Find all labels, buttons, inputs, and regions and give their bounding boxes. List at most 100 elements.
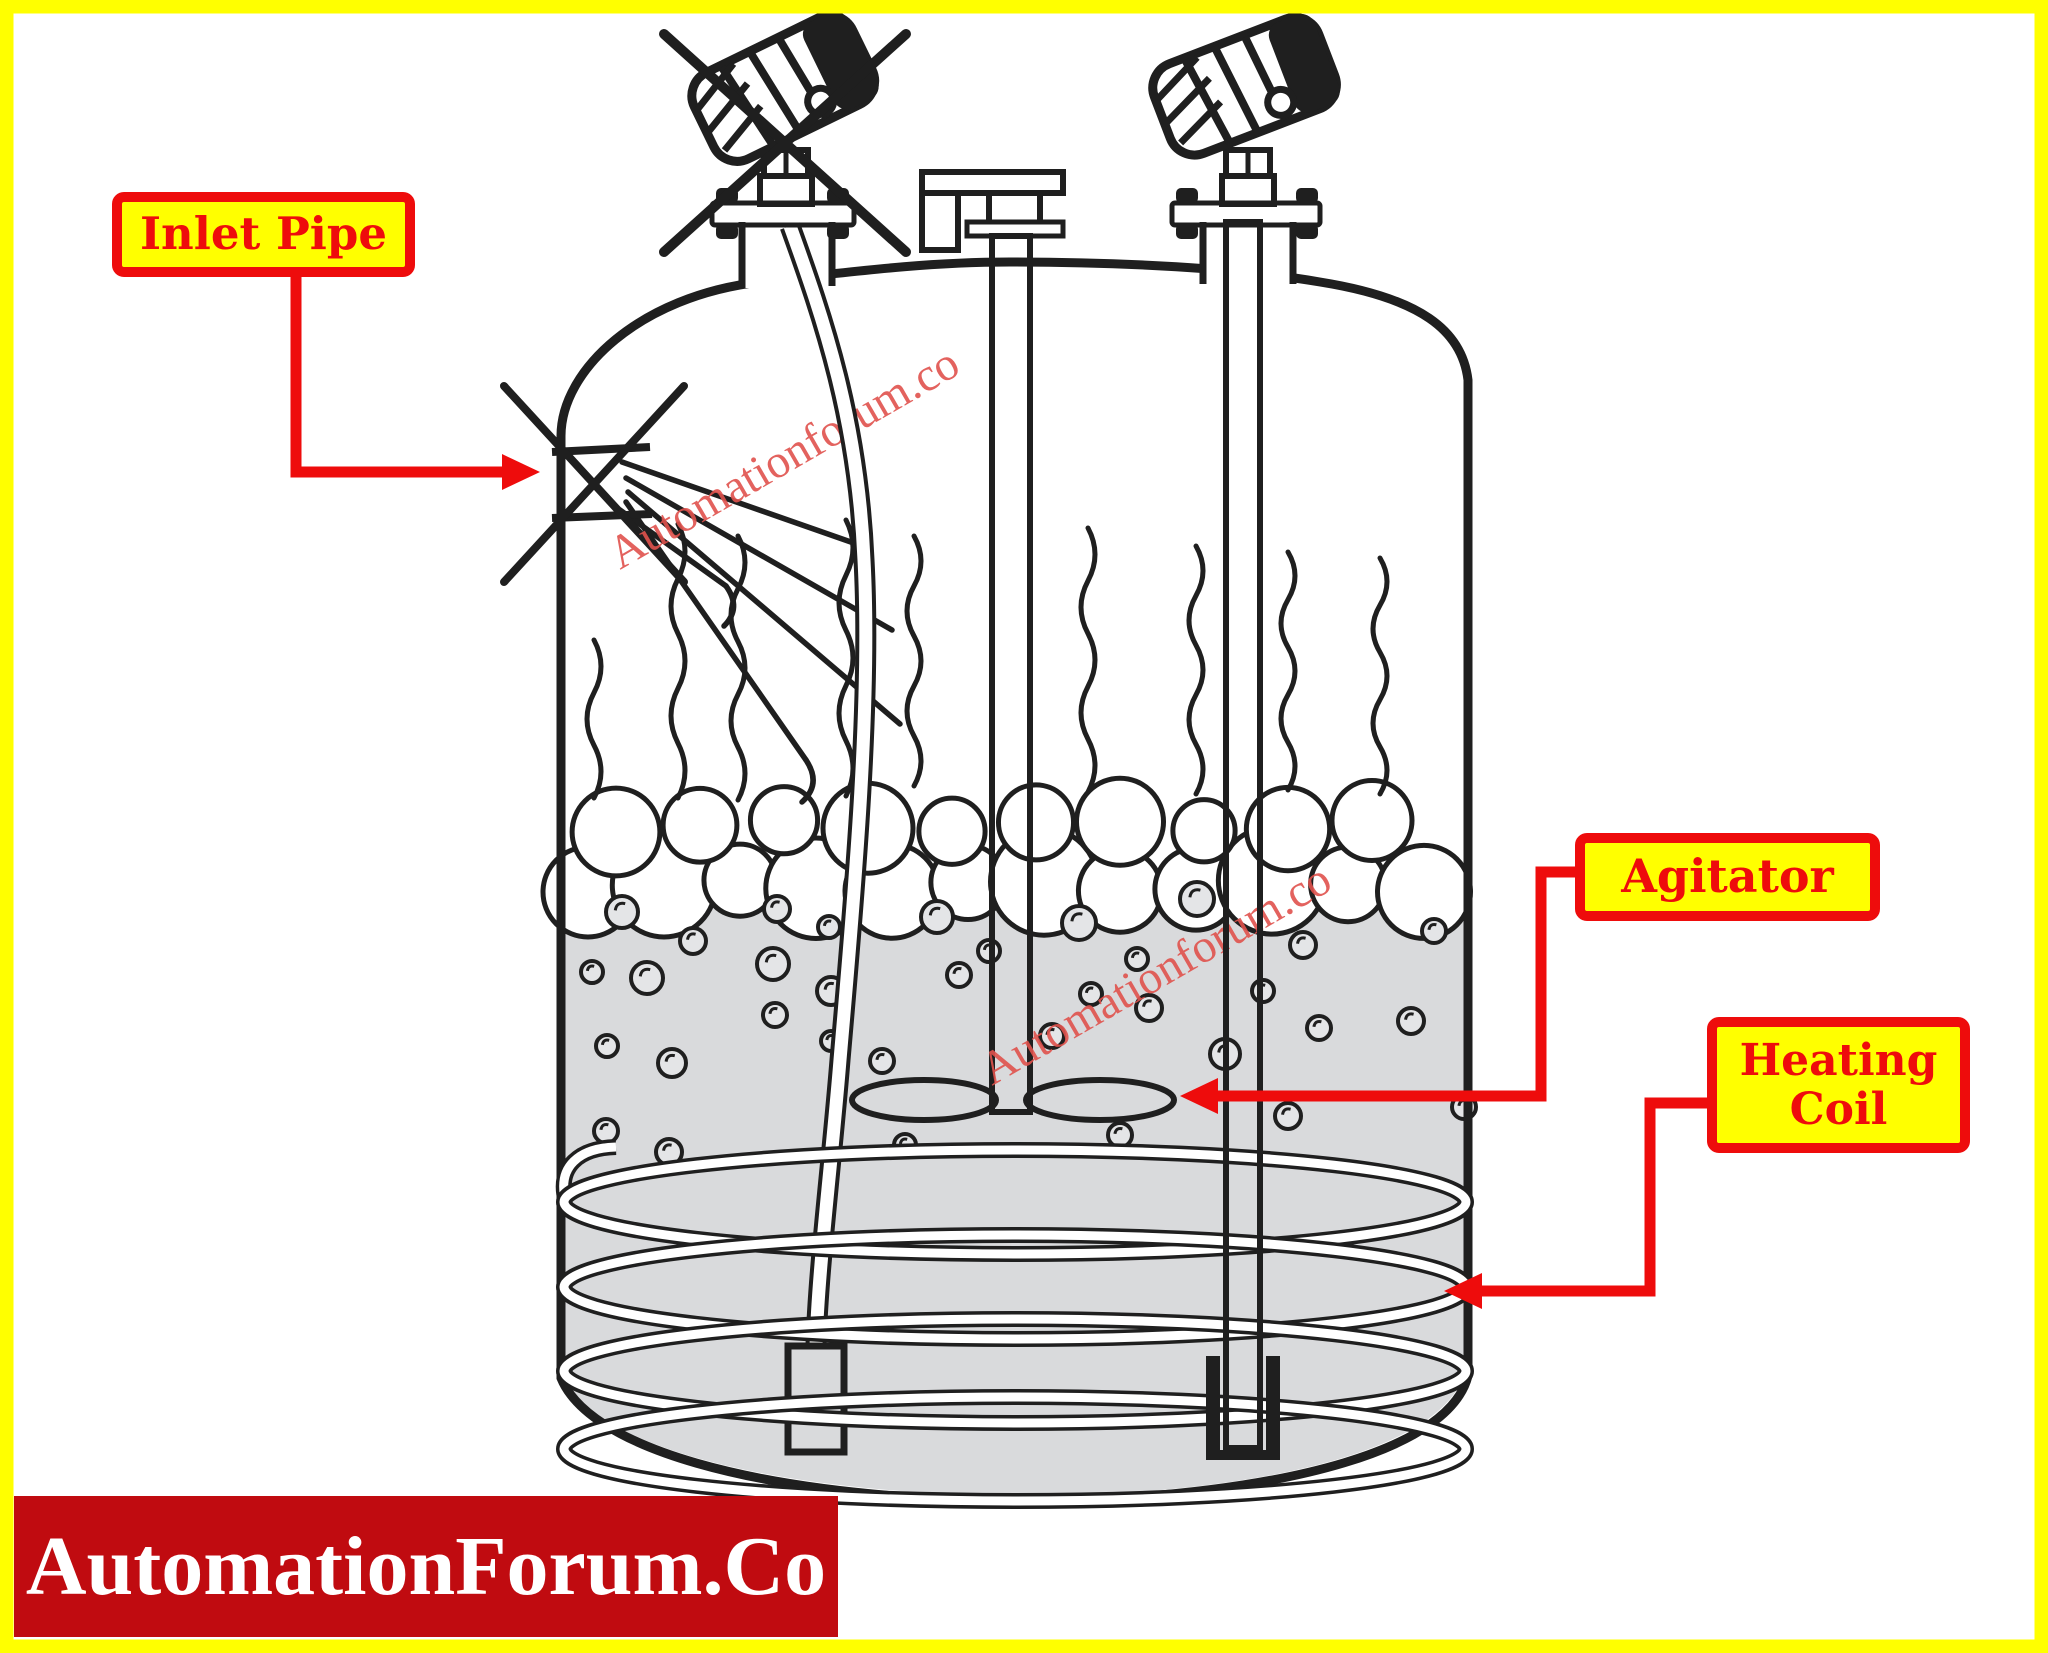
spray-splash <box>799 757 816 805</box>
bubble-highlight <box>823 981 835 990</box>
bubble-highlight <box>1084 986 1094 994</box>
coil-tube-inner <box>559 1314 1471 1428</box>
bubble <box>868 1047 896 1075</box>
heating-coil <box>555 1139 1475 1509</box>
bubble-highlight <box>686 932 696 941</box>
bubble <box>579 959 605 985</box>
bubble-highlight <box>1045 1027 1055 1036</box>
coil-tube-inner <box>559 1392 1471 1506</box>
bubble-highlight <box>768 1006 778 1015</box>
inlet-pipe-label: Inlet Pipe <box>112 192 415 277</box>
inlet-pipe-arrow-head <box>502 454 540 490</box>
spray-line <box>619 459 871 551</box>
inlet-nozzle-crossed-icon <box>500 382 688 586</box>
agitator-mount-bar <box>919 169 1066 196</box>
head-sight-glass <box>1264 85 1298 119</box>
bubble <box>945 961 973 989</box>
bubble-highlight <box>764 953 777 963</box>
bubble-highlight <box>1070 912 1083 922</box>
agitator-label-text: Agitator <box>1621 849 1834 904</box>
bubble-highlight <box>1281 1107 1291 1116</box>
rod-probe <box>1206 219 1280 1460</box>
bubble <box>1420 917 1448 945</box>
foam-bubble <box>1329 777 1415 864</box>
heating-coil-arrow-line <box>1480 1097 1710 1297</box>
bubble-highlight <box>1113 1126 1123 1135</box>
agitator-arrow-line <box>1218 866 1578 1102</box>
agitator-assembly <box>849 169 1177 1123</box>
bubble-highlight <box>1427 922 1437 931</box>
bubble <box>755 946 791 982</box>
annotation-arrows <box>290 277 1710 1309</box>
bubble-highlight <box>1312 1019 1322 1028</box>
foam-bubble <box>995 782 1077 863</box>
agitator-blade-left <box>849 1077 999 1123</box>
spray-splash <box>721 583 737 629</box>
bubble-highlight <box>952 966 962 975</box>
steam-line <box>904 533 924 789</box>
bubble-highlight <box>928 906 941 916</box>
inlet-spray <box>617 459 903 805</box>
nozzle-neck-right <box>1199 222 1297 284</box>
spray-line <box>617 507 729 589</box>
heating-coil-label-text: Heating Coil <box>1739 1034 1938 1135</box>
spray-line <box>623 475 895 633</box>
inlet-pipe-arrow-line <box>290 277 506 478</box>
watermark-text: Automationforum.co <box>600 337 969 580</box>
transmitter-heads <box>659 10 1341 257</box>
site-logo: AutomationForum.Co <box>14 1496 838 1637</box>
spray-line <box>623 499 809 763</box>
foam-bubble <box>916 795 988 867</box>
bubble <box>656 1047 688 1079</box>
foam-layer <box>540 775 1473 941</box>
steam-line <box>1370 555 1390 797</box>
bubble <box>761 1001 789 1029</box>
bubble-highlight <box>1130 951 1140 959</box>
bubble <box>1273 1101 1303 1131</box>
bubble <box>1124 946 1150 972</box>
bubble-highlight <box>613 901 626 911</box>
bubble-highlight <box>1188 888 1201 898</box>
bubble <box>1060 904 1098 942</box>
foam-bubble <box>569 785 663 879</box>
bubbles <box>579 880 1478 1167</box>
heating-coil-arrow-head <box>1444 1273 1482 1309</box>
head-fins <box>1153 54 1224 146</box>
bubble-highlight <box>1404 1012 1414 1021</box>
bubble <box>1078 981 1104 1007</box>
bubble-highlight <box>770 900 780 909</box>
bubble-highlight <box>585 964 595 972</box>
steam-line <box>1186 543 1206 797</box>
bubble-highlight <box>1296 936 1306 945</box>
probe-fork-base <box>1206 1450 1280 1460</box>
foam-bubble <box>660 785 740 865</box>
bubble <box>762 894 792 924</box>
bubble <box>919 899 955 935</box>
agitator-arrow-head <box>1180 1078 1218 1114</box>
steam-line <box>1278 549 1298 793</box>
spray-line <box>625 489 903 727</box>
bubble-highlight <box>898 1137 908 1145</box>
bubble <box>1305 1014 1333 1042</box>
bubble <box>1038 1022 1066 1050</box>
probe-fork-left <box>1206 1356 1220 1460</box>
bubble-highlight <box>875 1052 885 1061</box>
steam-line <box>584 637 604 801</box>
foam-bubble <box>1073 775 1167 868</box>
agitator-label: Agitator <box>1575 833 1880 921</box>
probe-fork-right <box>1266 1356 1280 1460</box>
bubble <box>1396 1006 1426 1036</box>
bubble <box>678 926 708 956</box>
bubble-highlight <box>600 1038 610 1046</box>
bubble <box>594 1033 620 1059</box>
bubble <box>629 960 665 996</box>
bubble-highlight <box>822 919 832 927</box>
level-transmitter-crossed-out <box>687 10 880 166</box>
bubble-highlight <box>638 967 651 977</box>
site-logo-text: AutomationForum.Co <box>25 1520 827 1613</box>
bubble <box>1178 880 1216 918</box>
bubble-highlight <box>664 1053 676 1062</box>
bubble <box>816 914 842 940</box>
crossed-out-x-icon <box>659 29 911 257</box>
